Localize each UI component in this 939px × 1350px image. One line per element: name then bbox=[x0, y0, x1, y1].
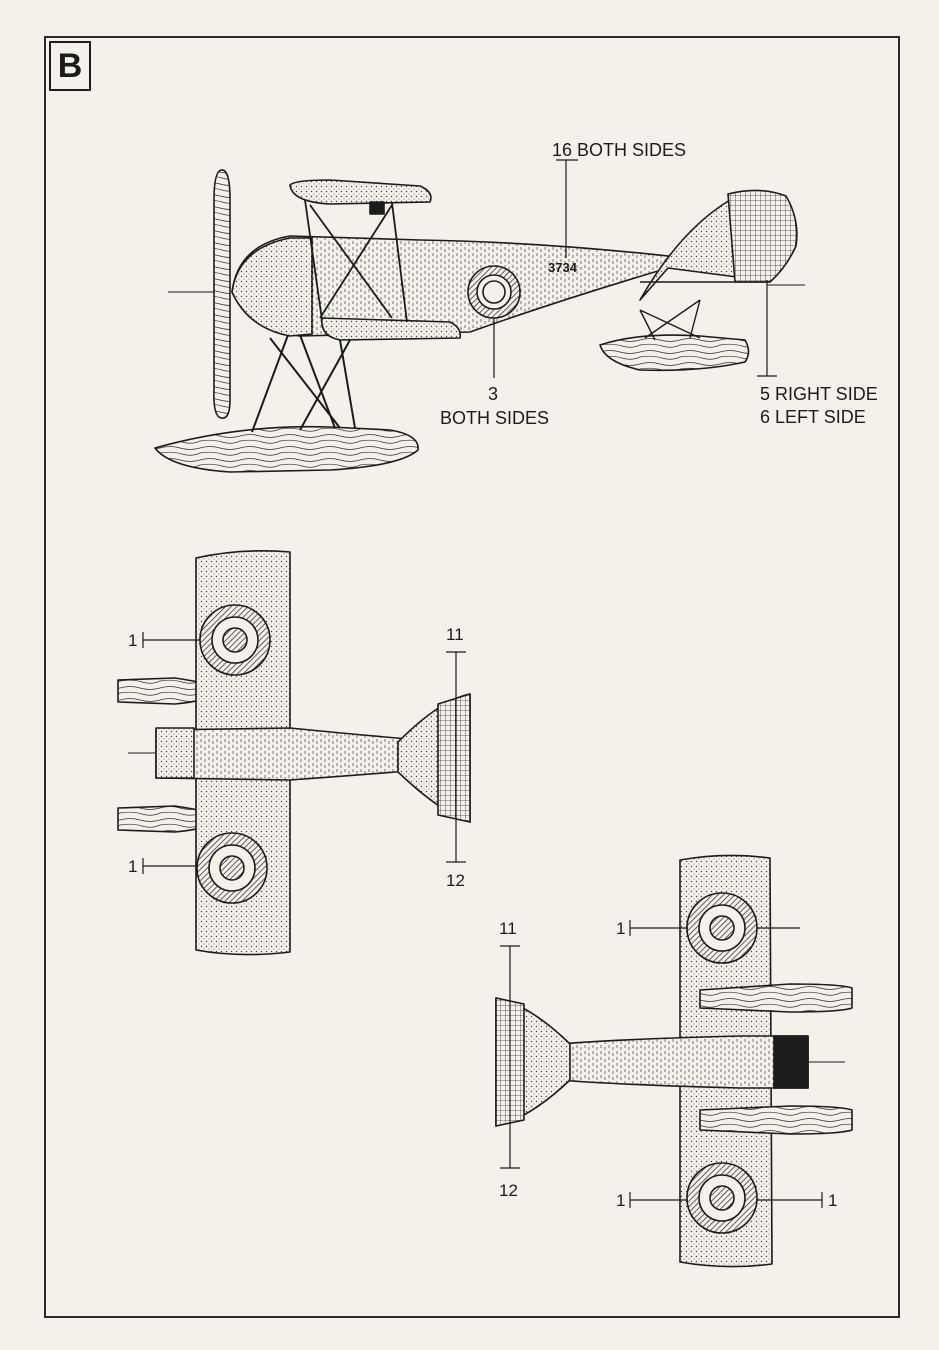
top-roundel-upper-number: 1 bbox=[128, 631, 138, 650]
upper-wing bbox=[289, 179, 432, 205]
bottom-tail-upper-number: 11 bbox=[499, 919, 517, 938]
callout-6: 6 LEFT SIDE bbox=[760, 407, 866, 427]
side-view: 3734 bbox=[154, 159, 805, 473]
bottom-roundel-left-lower-number: 1 bbox=[616, 1191, 626, 1210]
callout-3-text: BOTH SIDES bbox=[440, 408, 550, 428]
rudder bbox=[727, 189, 798, 283]
tail-float bbox=[599, 334, 750, 372]
engine-cowling bbox=[231, 237, 313, 337]
bottom-roundel-left-upper-number: 1 bbox=[616, 919, 626, 938]
main-float bbox=[154, 425, 419, 473]
top-tail-upper-number: 11 bbox=[446, 625, 464, 644]
top-view bbox=[117, 550, 471, 956]
top-roundel-lower-number: 1 bbox=[128, 857, 138, 876]
lower-wing bbox=[321, 317, 462, 341]
bottom-float-upper bbox=[699, 983, 853, 1013]
top-tail-lower-number: 12 bbox=[446, 871, 465, 890]
callout-3-number: 3 bbox=[488, 384, 499, 404]
serial-number: 3734 bbox=[548, 260, 578, 275]
callout-16: 16 BOTH SIDES bbox=[552, 140, 687, 160]
section-badge: B bbox=[49, 41, 91, 91]
callout-5: 5 RIGHT SIDE bbox=[760, 384, 878, 404]
top-fuselage bbox=[155, 727, 421, 781]
bottom-float-lower bbox=[699, 1105, 853, 1135]
propeller bbox=[213, 169, 231, 419]
bottom-view bbox=[495, 854, 853, 1268]
bottom-tail-lower-number: 12 bbox=[499, 1181, 518, 1200]
bottom-roundel-right-lower-number: 1 bbox=[828, 1191, 838, 1210]
page-frame bbox=[44, 36, 900, 1318]
